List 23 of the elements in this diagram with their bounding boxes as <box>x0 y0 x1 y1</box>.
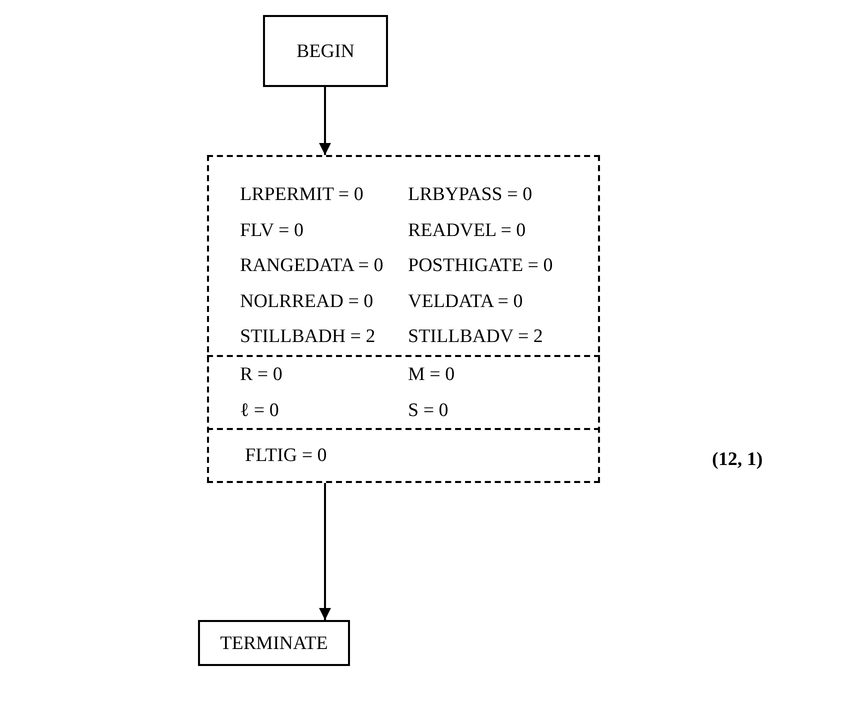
assignment-text: M = 0 <box>408 365 455 384</box>
assignment-text: FLTIG = 0 <box>245 446 327 465</box>
assignment-text: R = 0 <box>240 365 282 384</box>
assignment-text: S = 0 <box>408 401 448 420</box>
arrow <box>319 87 331 155</box>
dashed-group-box <box>207 155 600 483</box>
assignment-text: BEGIN <box>295 42 356 61</box>
assignment-text: LRBYPASS = 0 <box>408 185 532 204</box>
assignment-text: NOLRREAD = 0 <box>240 292 374 311</box>
assignment-text: LRPERMIT = 0 <box>240 185 364 204</box>
assignment-text: VELDATA = 0 <box>408 292 523 311</box>
assignment-text: STILLBADV = 2 <box>408 327 543 346</box>
assignment-text: READVEL = 0 <box>408 220 526 240</box>
process-box <box>198 620 350 666</box>
assignment-text: POSTHIGATE = 0 <box>408 256 553 276</box>
assignment-text: TERMINATE <box>219 634 329 653</box>
process-box <box>263 15 388 87</box>
arrow <box>319 483 331 620</box>
assignment-text: ℓ = 0 <box>240 401 279 420</box>
assignment-text: RANGEDATA = 0 <box>240 256 384 276</box>
reference-label: (12, 1) <box>712 450 763 469</box>
assignment-text: STILLBADH = 2 <box>240 327 376 346</box>
assignment-text: FLV = 0 <box>240 220 304 240</box>
